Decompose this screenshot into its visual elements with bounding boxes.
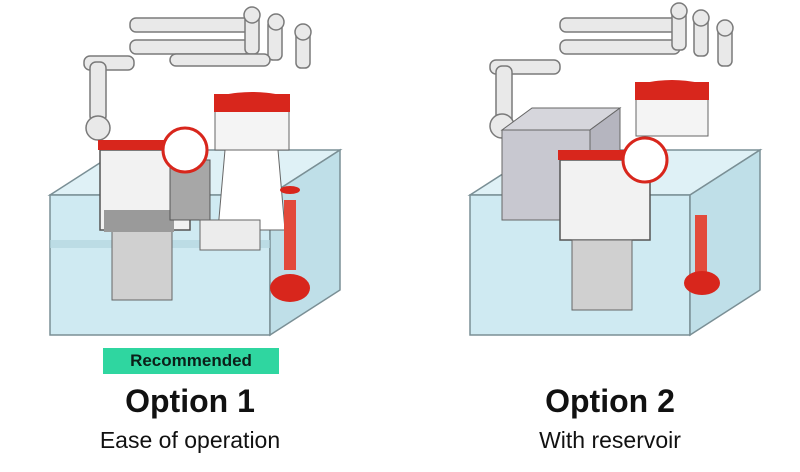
option-2-subtitle: With reservoir xyxy=(539,427,681,453)
return-pump xyxy=(270,186,310,302)
sump-illustration-option-1 xyxy=(47,6,343,337)
return-pump xyxy=(684,215,720,295)
roller-filter xyxy=(98,126,211,301)
sump-illustration-option-2 xyxy=(467,2,763,337)
roller-filter xyxy=(558,136,669,311)
recommended-badge: Recommended xyxy=(103,348,279,374)
option-1-title: Option 1 xyxy=(125,383,255,419)
option-1-card[interactable]: Recommended Option 1 Ease of operation xyxy=(20,0,360,472)
option-2-card[interactable]: Option 2 With reservoir xyxy=(440,0,780,472)
protein-skimmer xyxy=(635,80,709,137)
overflow-piping xyxy=(489,2,734,139)
option-1-subtitle: Ease of operation xyxy=(99,427,281,453)
overflow-piping xyxy=(83,6,312,141)
protein-skimmer xyxy=(199,92,290,251)
option-2-title: Option 2 xyxy=(545,383,675,419)
